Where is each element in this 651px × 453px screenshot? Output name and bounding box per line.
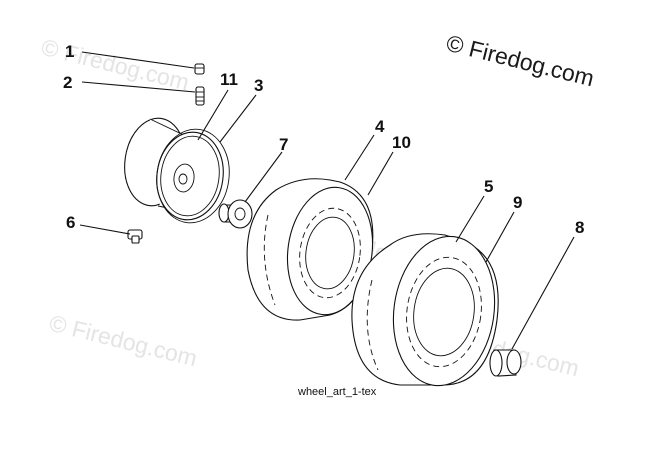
leader-line-6 bbox=[79, 224, 131, 235]
callout-9: 9 bbox=[513, 193, 522, 212]
watermark-faint: © Firedog.com bbox=[47, 310, 200, 372]
watermark-main: © Firedog.com bbox=[444, 30, 597, 92]
leader-line-3 bbox=[219, 94, 257, 143]
rim-ring-part bbox=[156, 128, 230, 224]
callout-2: 2 bbox=[63, 73, 72, 92]
callout-8: 8 bbox=[575, 218, 584, 237]
valve-cap-part bbox=[194, 63, 205, 75]
leader-line-10 bbox=[367, 151, 394, 196]
hub-cap-part bbox=[489, 349, 522, 377]
leader-line-1 bbox=[81, 51, 195, 69]
diagram-caption: wheel_art_1-tex bbox=[297, 386, 377, 398]
callout-6: 6 bbox=[66, 213, 75, 232]
leader-line-2 bbox=[81, 81, 196, 93]
rear-tire-part bbox=[351, 233, 499, 387]
callout-11: 11 bbox=[220, 70, 238, 89]
leader-line-11 bbox=[197, 89, 229, 141]
bushing-part bbox=[218, 199, 253, 229]
callout-4: 4 bbox=[375, 117, 385, 136]
leader-line-8 bbox=[511, 236, 575, 350]
leader-line-5 bbox=[455, 195, 485, 243]
front-tire-part bbox=[246, 178, 374, 321]
leader-line-7 bbox=[244, 151, 283, 203]
valve-stem-part bbox=[195, 86, 205, 106]
callout-3: 3 bbox=[254, 76, 263, 95]
grease-fitting-part bbox=[127, 229, 143, 244]
callout-5: 5 bbox=[484, 177, 493, 196]
callout-1: 1 bbox=[65, 42, 74, 61]
leader-line-9 bbox=[485, 211, 515, 263]
callout-10: 10 bbox=[392, 133, 411, 152]
leader-line-4 bbox=[344, 134, 375, 181]
wheel-rim-part bbox=[124, 117, 224, 221]
callout-7: 7 bbox=[279, 135, 288, 154]
